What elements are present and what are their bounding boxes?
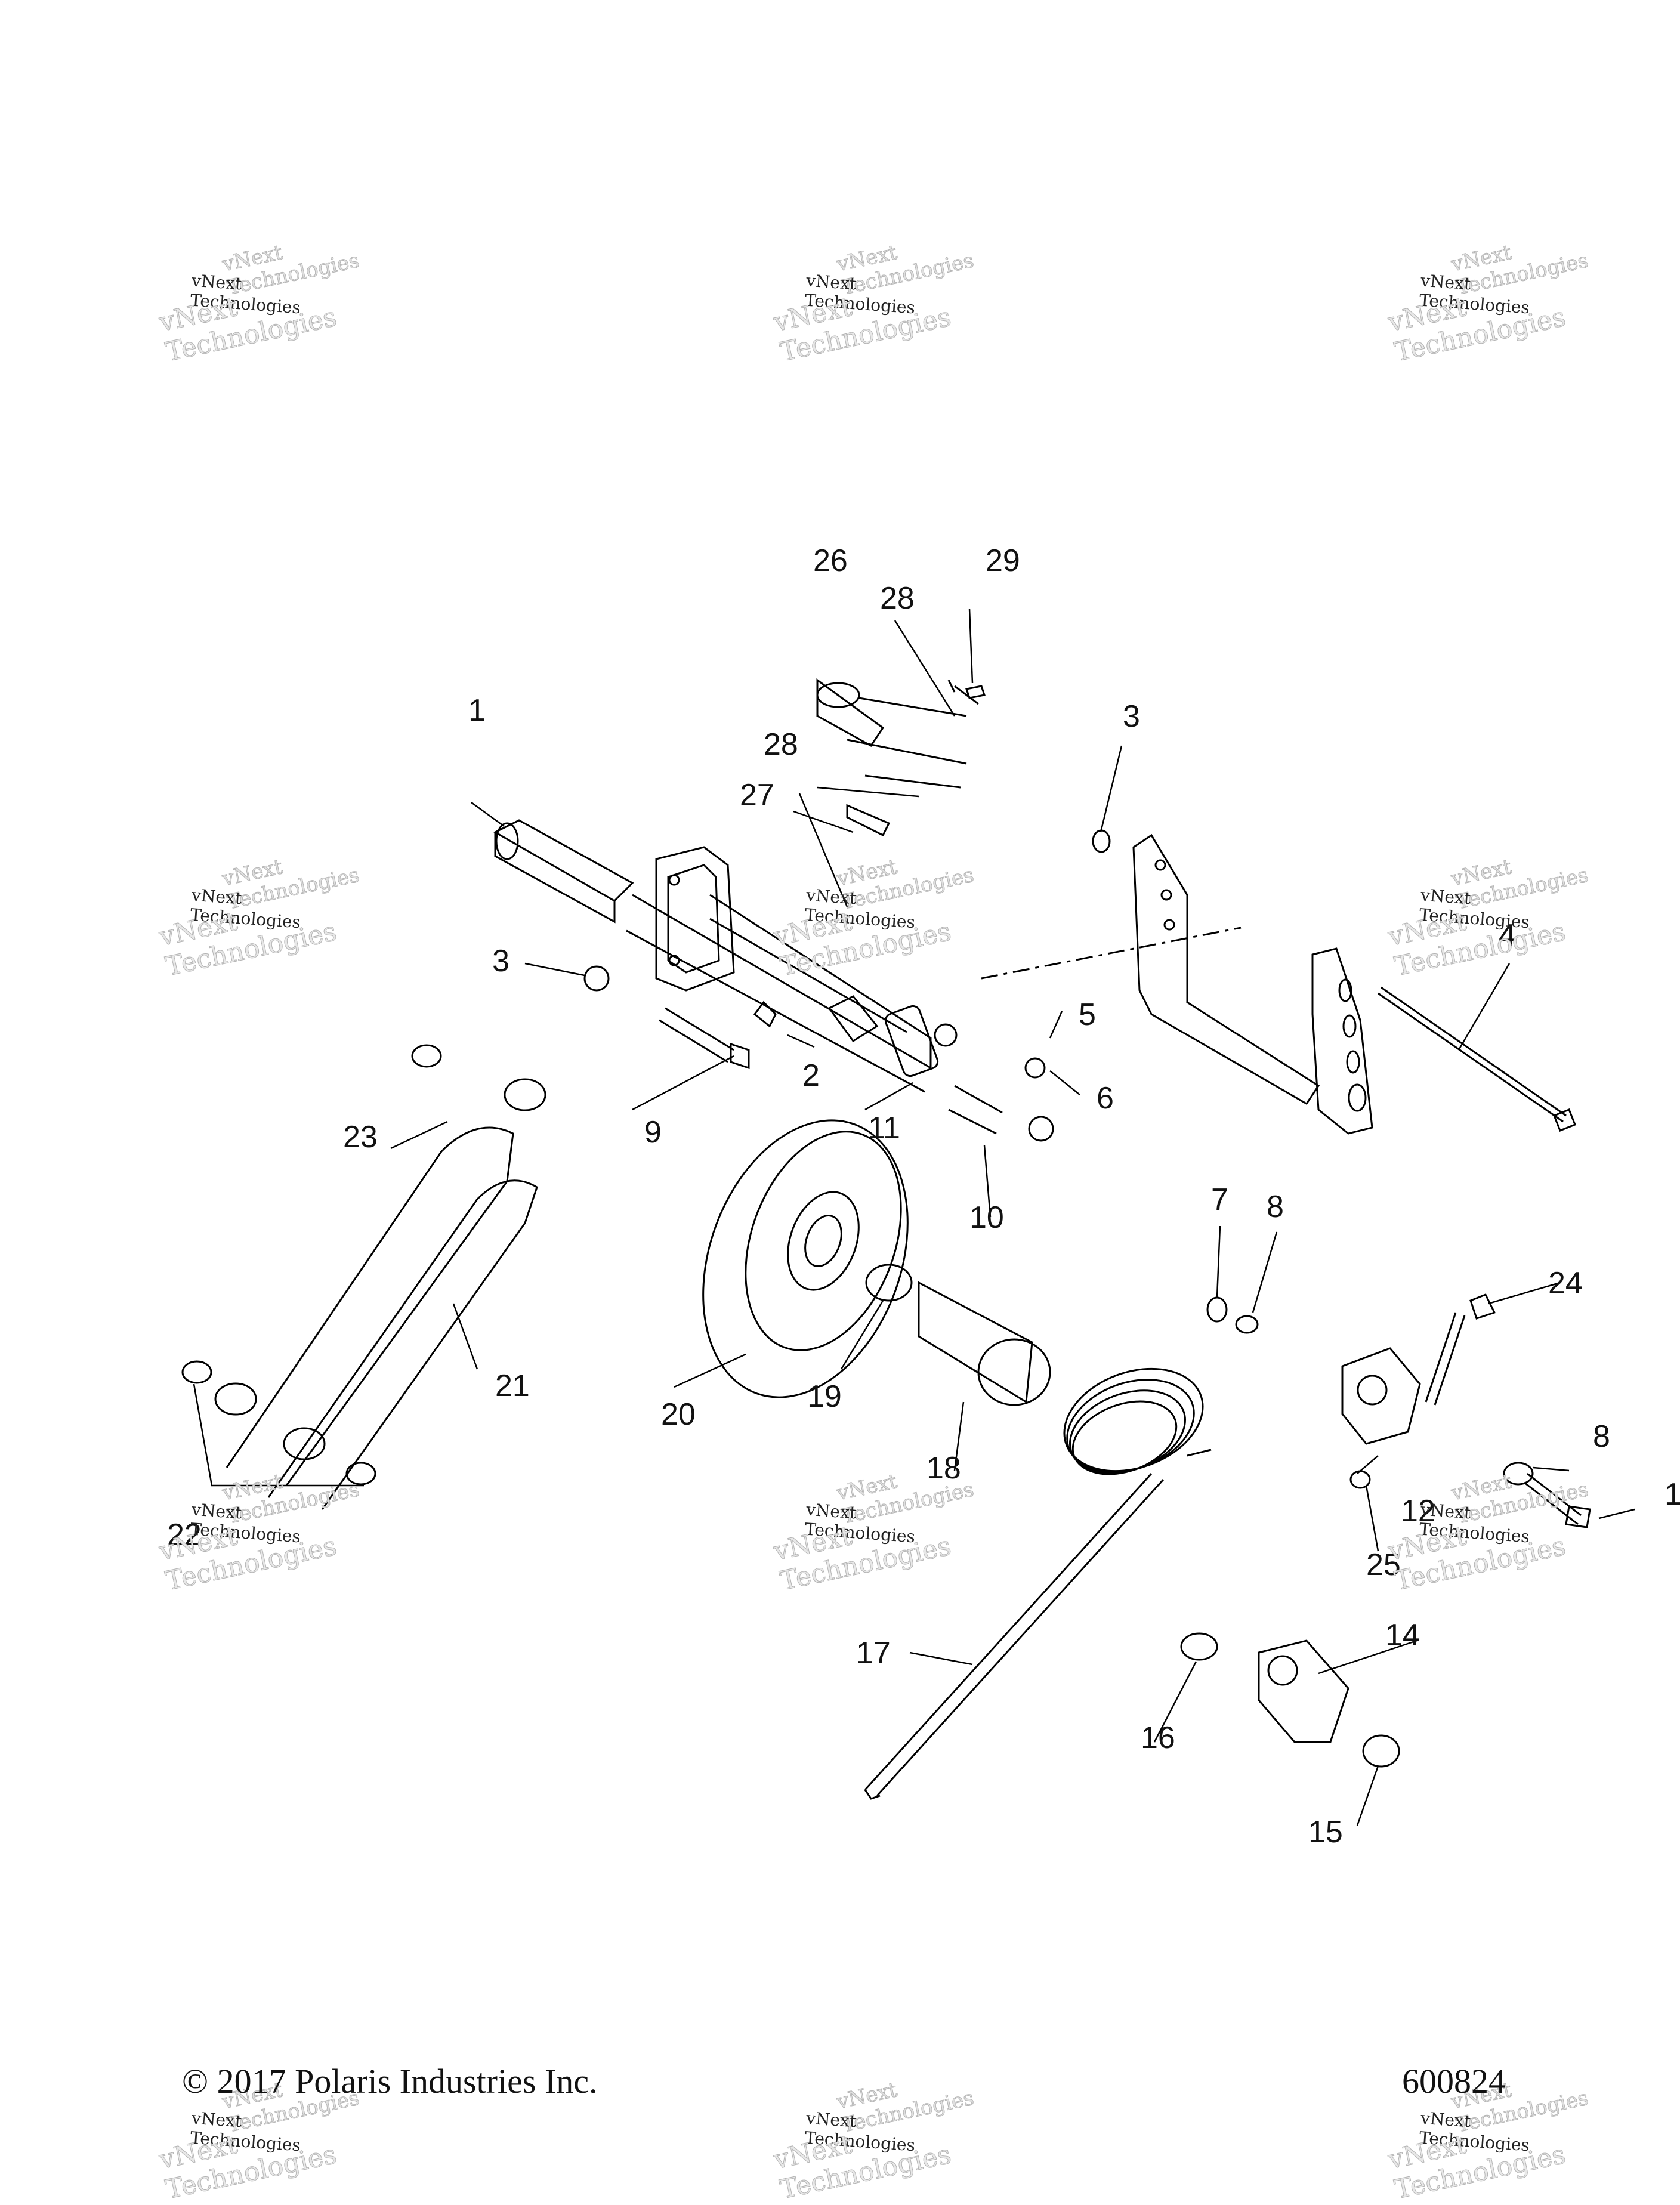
- callout-18: 18: [927, 1451, 961, 1486]
- callout-17: 17: [856, 1636, 891, 1670]
- shaft-assembly: [493, 819, 1054, 1142]
- callout-14: 14: [1385, 1618, 1420, 1653]
- callout-28b: 28: [764, 727, 798, 762]
- exploded-parts-diagram: 1 2 3 3 4 5 6 7 8 8 9 10 11 12 1 14 15 1…: [167, 543, 1680, 1849]
- callout-4: 4: [1499, 918, 1516, 953]
- callout-15: 15: [1308, 1815, 1343, 1849]
- callout-9: 9: [644, 1115, 662, 1150]
- idler-wheel-and-spring: [702, 1119, 1212, 1800]
- callout-13: 1: [1664, 1477, 1680, 1512]
- callout-25: 25: [1366, 1548, 1401, 1582]
- callout-8b: 8: [1593, 1419, 1610, 1454]
- callout-26: 26: [813, 543, 848, 578]
- callout-6: 6: [1097, 1081, 1114, 1116]
- small-hardware: [583, 678, 1591, 1768]
- callout-7: 7: [1211, 1182, 1228, 1217]
- callout-5: 5: [1079, 998, 1096, 1032]
- callout-19: 19: [807, 1379, 842, 1414]
- callout-2: 2: [802, 1058, 820, 1093]
- callout-27: 27: [740, 778, 774, 813]
- callout-20: 20: [661, 1397, 696, 1432]
- figure-number: 600824: [1402, 2062, 1506, 2101]
- torsion-spring: [1063, 1367, 1204, 1475]
- callout-23: 23: [343, 1120, 378, 1154]
- callout-29: 29: [986, 543, 1020, 578]
- copyright-notice: © 2017 Polaris Industries Inc.: [182, 2062, 598, 2101]
- callout-3b: 3: [1123, 699, 1140, 734]
- callout-3a: 3: [492, 944, 509, 978]
- rear-bracket: [981, 833, 1576, 1135]
- callout-8a: 8: [1267, 1190, 1284, 1224]
- callout-1: 1: [468, 693, 486, 728]
- leader-lines: [193, 608, 1635, 1826]
- callout-10: 10: [969, 1200, 1004, 1235]
- callout-22: 22: [167, 1518, 202, 1552]
- callout-21: 21: [495, 1369, 530, 1403]
- callout-24: 24: [1548, 1266, 1583, 1301]
- callout-labels: 1 2 3 3 4 5 6 7 8 8 9 10 11 12 1 14 15 1…: [167, 543, 1680, 1849]
- swing-arm: [181, 1044, 546, 1510]
- callout-28a: 28: [880, 581, 915, 616]
- callout-11: 11: [868, 1111, 900, 1145]
- callout-16: 16: [1141, 1721, 1175, 1755]
- callout-12: 12: [1401, 1494, 1435, 1528]
